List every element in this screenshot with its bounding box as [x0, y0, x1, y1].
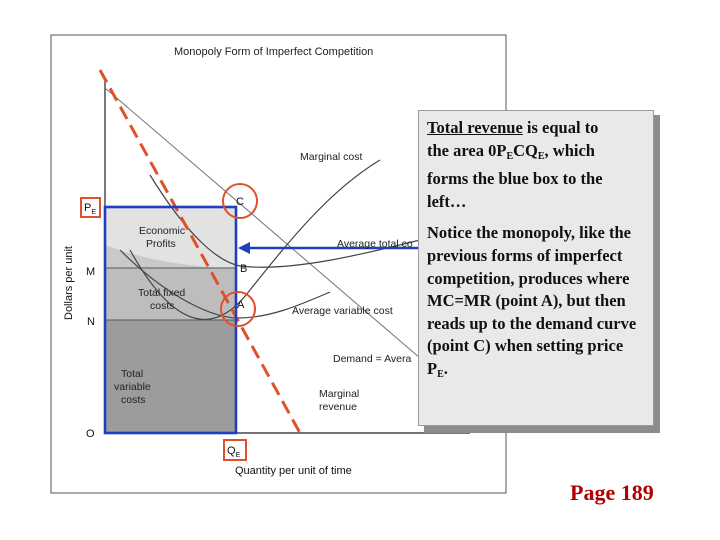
y-tick-n: N	[87, 316, 95, 328]
tvc-label-line1: Total	[121, 368, 143, 380]
total-variable-cost-region	[105, 320, 236, 433]
explanation-callout: Total revenue is equal to the area 0PECQ…	[418, 110, 654, 426]
y-tick-m: M	[86, 266, 95, 278]
mc-label: Marginal cost	[300, 151, 363, 163]
highlight-point-c	[222, 183, 258, 219]
page-reference: Page 189	[570, 480, 654, 505]
avc-label: Average variable cost	[292, 305, 393, 317]
x-axis-label: Quantity per unit of time	[235, 465, 352, 477]
tfc-label-line2: costs	[150, 300, 175, 312]
total-revenue-box	[103, 205, 238, 435]
point-c-label: C	[236, 196, 244, 208]
y-axis-label: Dollars per unit	[63, 246, 75, 320]
x-tick-qe: QE	[227, 445, 241, 459]
callout-paragraph-total-revenue: Total revenue is equal to the area 0PECQ…	[427, 118, 603, 211]
total-revenue-term: Total revenue	[427, 118, 523, 137]
highlight-point-a	[220, 291, 256, 327]
highlight-qe	[223, 439, 247, 461]
figure-title: Monopoly Form of Imperfect Competition	[174, 46, 373, 58]
mc-curve	[129, 159, 381, 320]
highlight-pe	[80, 197, 101, 218]
arrow-head	[238, 242, 250, 254]
point-a-label: A	[237, 299, 245, 311]
tfc-label-line1: Total fixed	[138, 287, 185, 299]
tvc-label-line2: variable	[114, 381, 151, 393]
mr-label-line2: revenue	[319, 401, 357, 413]
demand-label: Demand = Avera	[333, 353, 411, 365]
origin-label: O	[86, 428, 95, 440]
profit-label-line2: Profits	[146, 238, 176, 250]
demand-curve	[104, 87, 421, 359]
callout-paragraph-monopoly: Notice the monopoly, like the previous f…	[427, 223, 637, 380]
mr-label-line1: Marginal	[319, 388, 359, 400]
y-tick-pe: PE	[84, 202, 96, 216]
point-b-label: B	[240, 263, 247, 275]
profit-label-line1: Economic	[139, 225, 185, 237]
total-fixed-cost-region	[105, 268, 236, 320]
tvc-label-line3: costs	[121, 394, 146, 406]
marginal-revenue-line	[98, 69, 302, 434]
atc-label: Average total co	[337, 238, 413, 250]
